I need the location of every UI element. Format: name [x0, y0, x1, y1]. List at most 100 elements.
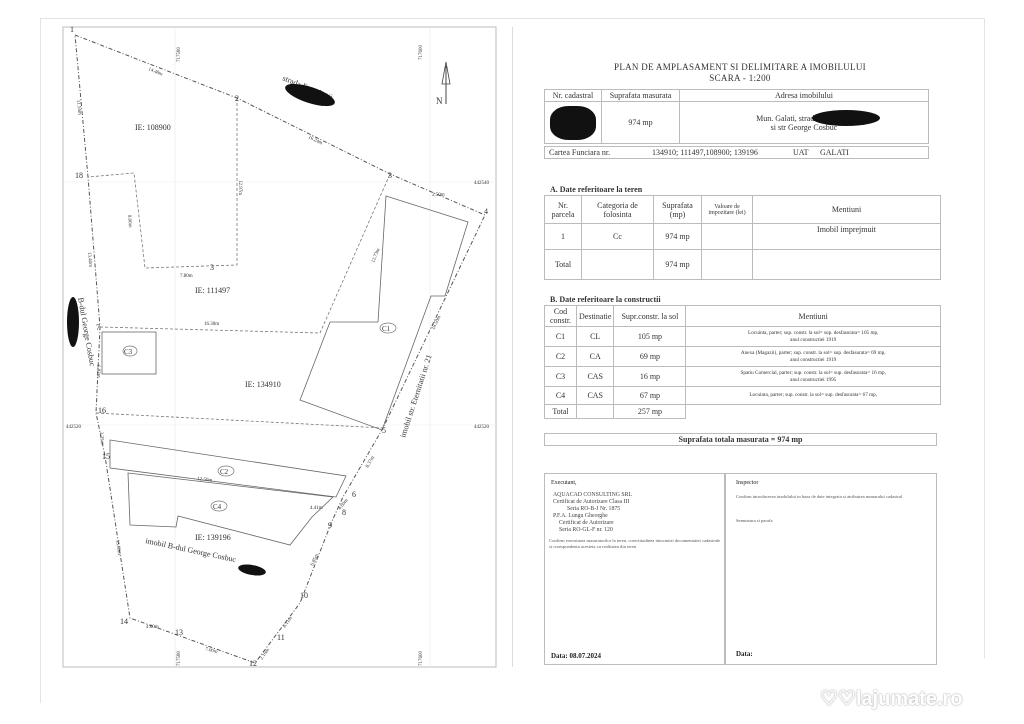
bld-c3-note1: Spatiu Comercial, parter; sup. constr. l… — [740, 370, 886, 377]
inspector-sign: Semnatura si parafa — [736, 518, 773, 523]
coord-y-top-right: 442540 — [474, 181, 490, 186]
vertex-16: 16 — [98, 406, 106, 415]
redaction-street-bottom — [238, 564, 266, 576]
dim-1-18: 11.54m — [75, 100, 82, 116]
bld-c4-note1: Locuinta, parter; sup. constr. la sol= s… — [749, 392, 878, 399]
label-ie-134910: IE: 134910 — [245, 380, 281, 389]
bld-c4-code: C4 — [544, 386, 577, 405]
land-section-title: A. Date referitoare la teren — [550, 185, 643, 194]
label-ie-139196: IE: 139196 — [195, 533, 231, 542]
cf-value: 134910; 111497,108900; 139196 — [652, 148, 758, 157]
cf-label: Cartea Funciara nr. — [549, 148, 611, 157]
c1-circle — [379, 322, 397, 334]
inner-boundary-ie134910 — [95, 412, 384, 429]
land-row-surface: 974 mp — [653, 223, 702, 250]
land-hdr-note: Mentiuni — [752, 195, 941, 224]
inspector-date: Data: — [736, 650, 753, 658]
bld-c1-code: C1 — [544, 326, 577, 347]
vertex-13: 13 — [175, 628, 183, 637]
bld-hdr-note: Mentiuni — [685, 305, 941, 327]
vertex-3-inner: 3 — [210, 263, 214, 272]
land-row-nr: 1 — [544, 223, 582, 250]
cell-suprafata: 974 mp — [601, 101, 680, 144]
land-row-cat: Cc — [581, 223, 654, 250]
dim-5-6: 8.37m — [365, 455, 376, 469]
land-hdr-nr: Nr. parcela — [544, 195, 582, 224]
inner-boundary-ie108900 — [87, 98, 238, 269]
dim-c1: 12.73m — [371, 248, 381, 264]
c4-circle — [210, 500, 228, 512]
dim-18-17: 13.40m — [86, 252, 92, 268]
vertex-5: 5 — [382, 426, 386, 435]
address-line2: si str George Cosbuc — [770, 122, 838, 132]
bld-c2-note2: anul constructiei 1919 — [790, 356, 837, 363]
c2-circle — [217, 465, 235, 477]
bld-c2-surface: 69 mp — [613, 346, 687, 367]
watermark-logo: ♡♡lajumate.ro — [820, 686, 963, 711]
vertex-4: 4 — [484, 207, 488, 216]
dim-12-13: 7.00m — [204, 647, 218, 655]
address-line1: Mun. Galati, strada Eternitatii — [756, 113, 852, 123]
executant-cert1: Certificat de Autorizare Clasa III — [553, 499, 630, 505]
vertex-15: 15 — [102, 452, 110, 461]
land-row-note: Imobil imprejmuit — [752, 223, 941, 250]
north-label: N — [436, 96, 443, 106]
land-hdr-value: Valoare de impozitare (lei) — [701, 195, 753, 224]
bld-c3-dest: CAS — [575, 366, 615, 387]
dim-17-cut: 16.30m — [204, 322, 219, 327]
executant-date: Data: 08.07.2024 — [551, 652, 601, 660]
dim-3-4: 2.50m — [432, 193, 445, 198]
land-table: Nr. parcela Categoria de folosinta Supra… — [544, 195, 941, 280]
executant-company: AQUACAD CONSULTING SRL — [553, 492, 633, 498]
dim-1-2: 14.48m — [147, 67, 163, 77]
dim-9-10: 6.85m — [310, 553, 320, 567]
uat-label: UAT — [793, 148, 809, 157]
bld-c3-note: Spatiu Comercial, parter; sup. constr. l… — [685, 366, 941, 387]
plan-title: PLAN DE AMPLASAMENT SI DELIMITARE A IMOB… — [614, 62, 866, 72]
bld-hdr-code: Cod constr. — [544, 305, 577, 327]
bld-c2-note1: Anexa (Magazii), parter; sup. constr. la… — [740, 350, 886, 357]
watermark-hearts-icon: ♡♡ — [820, 688, 856, 710]
cell-nr-cadastral — [544, 101, 602, 144]
bld-c1-dest: CL — [575, 326, 615, 347]
executant-cert2: Certificat de Autorizare — [559, 520, 614, 526]
coord-x-bottom-right: 717600 — [419, 651, 424, 667]
bld-c1-surface: 105 mp — [613, 326, 687, 347]
c3-circle — [122, 345, 138, 357]
dim-4-5: 18.50m — [431, 315, 442, 331]
coord-y-mid-right: 442520 — [474, 425, 490, 430]
land-row-value — [701, 223, 753, 250]
building-c1-outline — [299, 195, 469, 431]
dim-inner-h: 7.80m — [180, 274, 193, 279]
executant-pfa: P.F.A. Lungu Gheorghe — [553, 513, 608, 519]
dim-inner-v: 8.00m — [126, 215, 132, 228]
building-c2-outline — [109, 439, 347, 498]
buildings-table: Cod constr. Destinatie Supr.constr. la s… — [544, 305, 941, 419]
redaction-street-left — [67, 297, 79, 347]
vertex-10: 10 — [300, 591, 308, 600]
bld-c4-note: Locuinta, parter; sup. constr. la sol= s… — [685, 386, 941, 405]
coord-x-bottom-left: 717580 — [177, 651, 182, 667]
executant-serie1: Seria RO-B-J Nr. 1875 — [567, 506, 621, 512]
map-frame — [62, 26, 497, 668]
cell-adresa: Mun. Galati, strada Eternitatii si str G… — [679, 101, 929, 144]
land-hdr-surface: Suprafata (mp) — [653, 195, 702, 224]
plan-scale: SCARA - 1:200 — [709, 73, 771, 83]
sheet-left-border — [40, 18, 41, 703]
bld-total-surface: 257 mp — [613, 404, 687, 419]
bld-total-label: Total — [544, 404, 577, 419]
vertex-2: 2 — [235, 94, 239, 103]
redaction-street-top — [285, 83, 335, 107]
bld-hdr-dest: Destinatie — [575, 305, 615, 327]
bld-c4-dest: CAS — [575, 386, 615, 405]
vertex-6: 6 — [352, 490, 356, 499]
dim-c4: 12.50m — [197, 477, 213, 484]
building-c3-outline — [101, 331, 157, 375]
coord-y-mid-left: 442520 — [66, 425, 82, 430]
label-right-neighbor: imobil str. Eternitatii nr. 21 — [398, 353, 433, 438]
inspector-title: Inspector — [736, 480, 759, 486]
dim-10-11: 8.11m — [283, 616, 294, 629]
label-c3: C3 — [124, 348, 133, 356]
bld-c3-note2: anul constructiei 1995 — [790, 376, 837, 383]
